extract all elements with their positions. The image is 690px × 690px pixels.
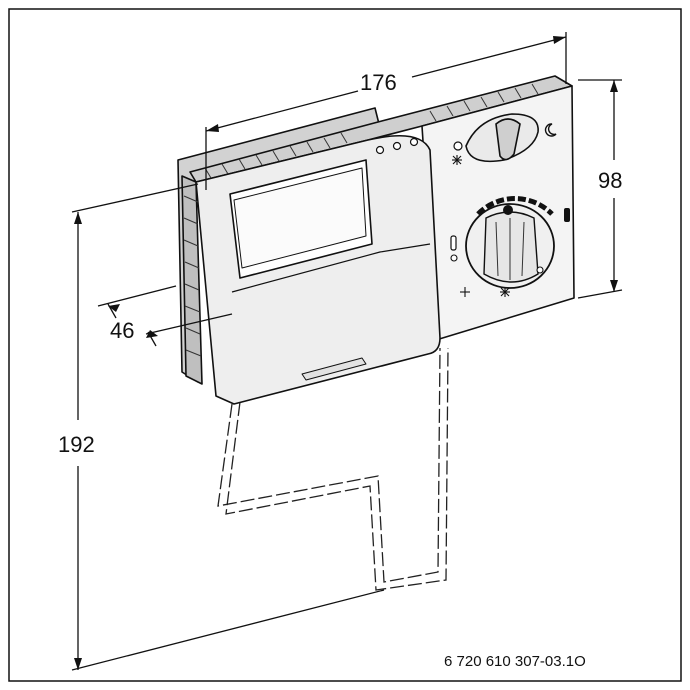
flame-icon — [564, 208, 570, 222]
housing-left-ribs — [181, 175, 203, 385]
dashed-cover-flap — [217, 347, 449, 591]
width-dimension-label: 176 — [360, 70, 397, 95]
dimension-arrows — [74, 36, 618, 670]
dial-marker — [503, 205, 513, 215]
temperature-dial[interactable] — [465, 196, 555, 289]
dial-small-circle-right — [536, 266, 544, 274]
height-dimension-label: 98 — [598, 168, 622, 193]
dial-snowflake-icon-2 — [500, 287, 510, 297]
dial-scale-arc — [476, 196, 554, 216]
snowflake-icon — [452, 155, 462, 165]
dial-small-circle-left — [450, 254, 458, 262]
drawing-border — [8, 8, 682, 682]
mode-switch[interactable] — [465, 113, 539, 163]
dial-min-mark — [450, 235, 457, 251]
depth-dimension-label: 46 — [110, 318, 134, 343]
cover-bottom-tab — [301, 357, 367, 381]
total-height-dimension-label: 192 — [58, 432, 95, 457]
led-3 — [409, 137, 419, 147]
side-ribs — [183, 195, 202, 357]
display-window-inner — [233, 167, 367, 269]
drawing-number: 6 720 610 307-03.1O — [444, 653, 586, 670]
dial-snowflake-icon — [460, 287, 470, 297]
led-2 — [392, 141, 402, 151]
moon-icon — [544, 123, 557, 137]
top-ribs — [204, 83, 539, 179]
cover-fold-line — [231, 243, 431, 293]
indicator-leds — [375, 137, 419, 155]
led-1 — [375, 145, 385, 155]
dimension-lines — [71, 32, 623, 671]
dial-grip — [483, 211, 539, 283]
sun-icon — [453, 141, 463, 151]
